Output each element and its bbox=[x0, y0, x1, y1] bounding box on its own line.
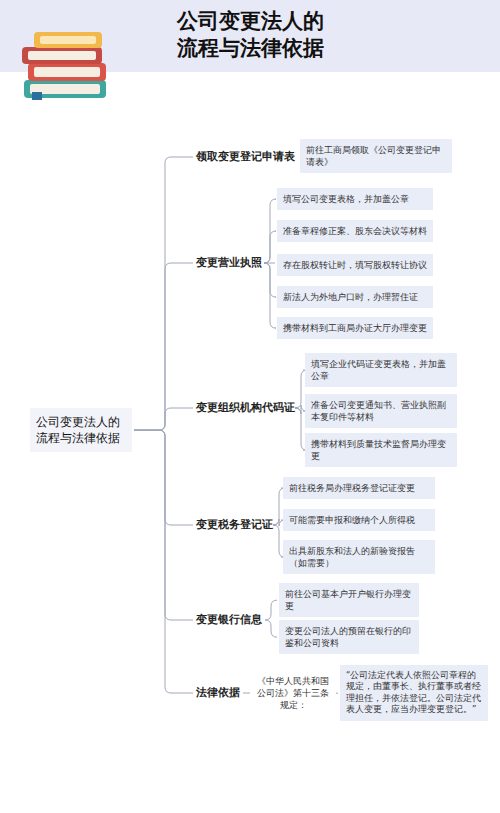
connector bbox=[134, 430, 193, 693]
leaf-box: 填写企业代码证变更表格，并加盖公章 bbox=[305, 353, 457, 387]
node-text: 前往公司基本户开户银行办理变更 bbox=[285, 588, 413, 612]
leaf-box: 可能需要申报和缴纳个人所得税 bbox=[283, 509, 435, 531]
node-text: “公司法定代表人依照公司章程的规定，由董事长、执行董事或者经理担任，并依法登记。… bbox=[346, 670, 482, 716]
leaf-box: 填写公司变更表格，并加盖公章 bbox=[277, 188, 433, 210]
leaf-box: 准备公司变更通知书、营业执照副本复印件等材料 bbox=[305, 394, 457, 428]
connector bbox=[134, 263, 193, 430]
connector bbox=[336, 693, 338, 694]
node-text: 可能需要申报和缴纳个人所得税 bbox=[289, 514, 429, 526]
node-text: 变更组织机构代码证 bbox=[196, 401, 295, 415]
node-text: 填写公司变更表格，并加盖公章 bbox=[283, 193, 427, 205]
leaf-box: 新法人为外地户口时，办理暂住证 bbox=[277, 286, 433, 308]
connector bbox=[134, 408, 193, 430]
node-text: 公司变更法人的 流程与法律依据 bbox=[36, 414, 126, 446]
connector bbox=[265, 620, 277, 637]
leaf-box: 出具新股东和法人的新验资报告（如需要） bbox=[283, 540, 435, 574]
node-text: 前往工商局领取《公司变更登记申请表》 bbox=[306, 144, 446, 168]
leaf-box: 存在股权转让时，填写股权转让协议 bbox=[277, 254, 433, 276]
node-text: 变更税务登记证 bbox=[196, 518, 273, 532]
quote-box: “公司法定代表人依照公司章程的规定，由董事长、执行董事或者经理担任，并依法登记。… bbox=[340, 665, 488, 721]
connector bbox=[134, 157, 193, 430]
node-text: 领取变更登记申请表 bbox=[196, 150, 295, 164]
node-text: 携带材料到质量技术监督局办理变更 bbox=[311, 438, 451, 462]
connector bbox=[264, 231, 276, 263]
diagram-title: 公司变更法人的 流程与法律依据 bbox=[165, 8, 335, 63]
books-illustration bbox=[0, 0, 130, 110]
node-text: 准备章程修正案、股东会决议等材料 bbox=[283, 225, 427, 237]
node-text: 存在股权转让时，填写股权转让协议 bbox=[283, 259, 427, 271]
node-text: 新法人为外地户口时，办理暂住证 bbox=[283, 291, 427, 303]
branch-topic: 变更组织机构代码证 bbox=[195, 399, 296, 417]
node-text: 填写企业代码证变更表格，并加盖公章 bbox=[311, 358, 451, 382]
node-text: 法律依据 bbox=[196, 686, 240, 700]
node-text: 变更银行信息 bbox=[196, 613, 262, 627]
leaf-box: 携带材料到质量技术监督局办理变更 bbox=[305, 433, 457, 467]
branch-topic: 变更银行信息 bbox=[195, 611, 263, 629]
connector bbox=[134, 430, 193, 620]
node-text: 前往税务局办理税务登记证变更 bbox=[289, 482, 429, 494]
leaf-box: 携带材料到工商局办证大厅办理变更 bbox=[277, 317, 433, 339]
leaf-box: 前往工商局领取《公司变更登记申请表》 bbox=[300, 139, 452, 173]
branch-topic: 领取变更登记申请表 bbox=[195, 148, 296, 166]
node-text: 携带材料到工商局办证大厅办理变更 bbox=[283, 322, 427, 334]
node-text: 《中华人民共和国公司法》第十三条规定： bbox=[254, 675, 332, 711]
leaf-box: 变更公司法人的预留在银行的印鉴和公司资料 bbox=[279, 620, 419, 654]
node-text: 变更营业执照 bbox=[196, 256, 262, 270]
connector bbox=[265, 600, 277, 620]
connector bbox=[134, 430, 193, 525]
root-topic: 公司变更法人的 流程与法律依据 bbox=[30, 408, 132, 452]
branch-topic: 法律依据 bbox=[195, 684, 241, 702]
branch-topic: 变更营业执照 bbox=[195, 254, 263, 272]
branch-topic: 变更税务登记证 bbox=[195, 516, 274, 534]
leaf-box: 准备章程修正案、股东会决议等材料 bbox=[277, 220, 433, 242]
connector bbox=[264, 263, 276, 328]
connector bbox=[264, 199, 276, 263]
leaf-box: 前往公司基本户开户银行办理变更 bbox=[279, 583, 419, 617]
leaf-box: 前往税务局办理税务登记证变更 bbox=[283, 477, 435, 499]
node-text: 准备公司变更通知书、营业执照副本复印件等材料 bbox=[311, 399, 451, 423]
connector bbox=[243, 693, 250, 694]
node-text: 出具新股东和法人的新验资报告（如需要） bbox=[289, 545, 429, 569]
law-reference: 《中华人民共和国公司法》第十三条规定： bbox=[252, 673, 334, 713]
node-text: 变更公司法人的预留在银行的印鉴和公司资料 bbox=[285, 625, 413, 649]
